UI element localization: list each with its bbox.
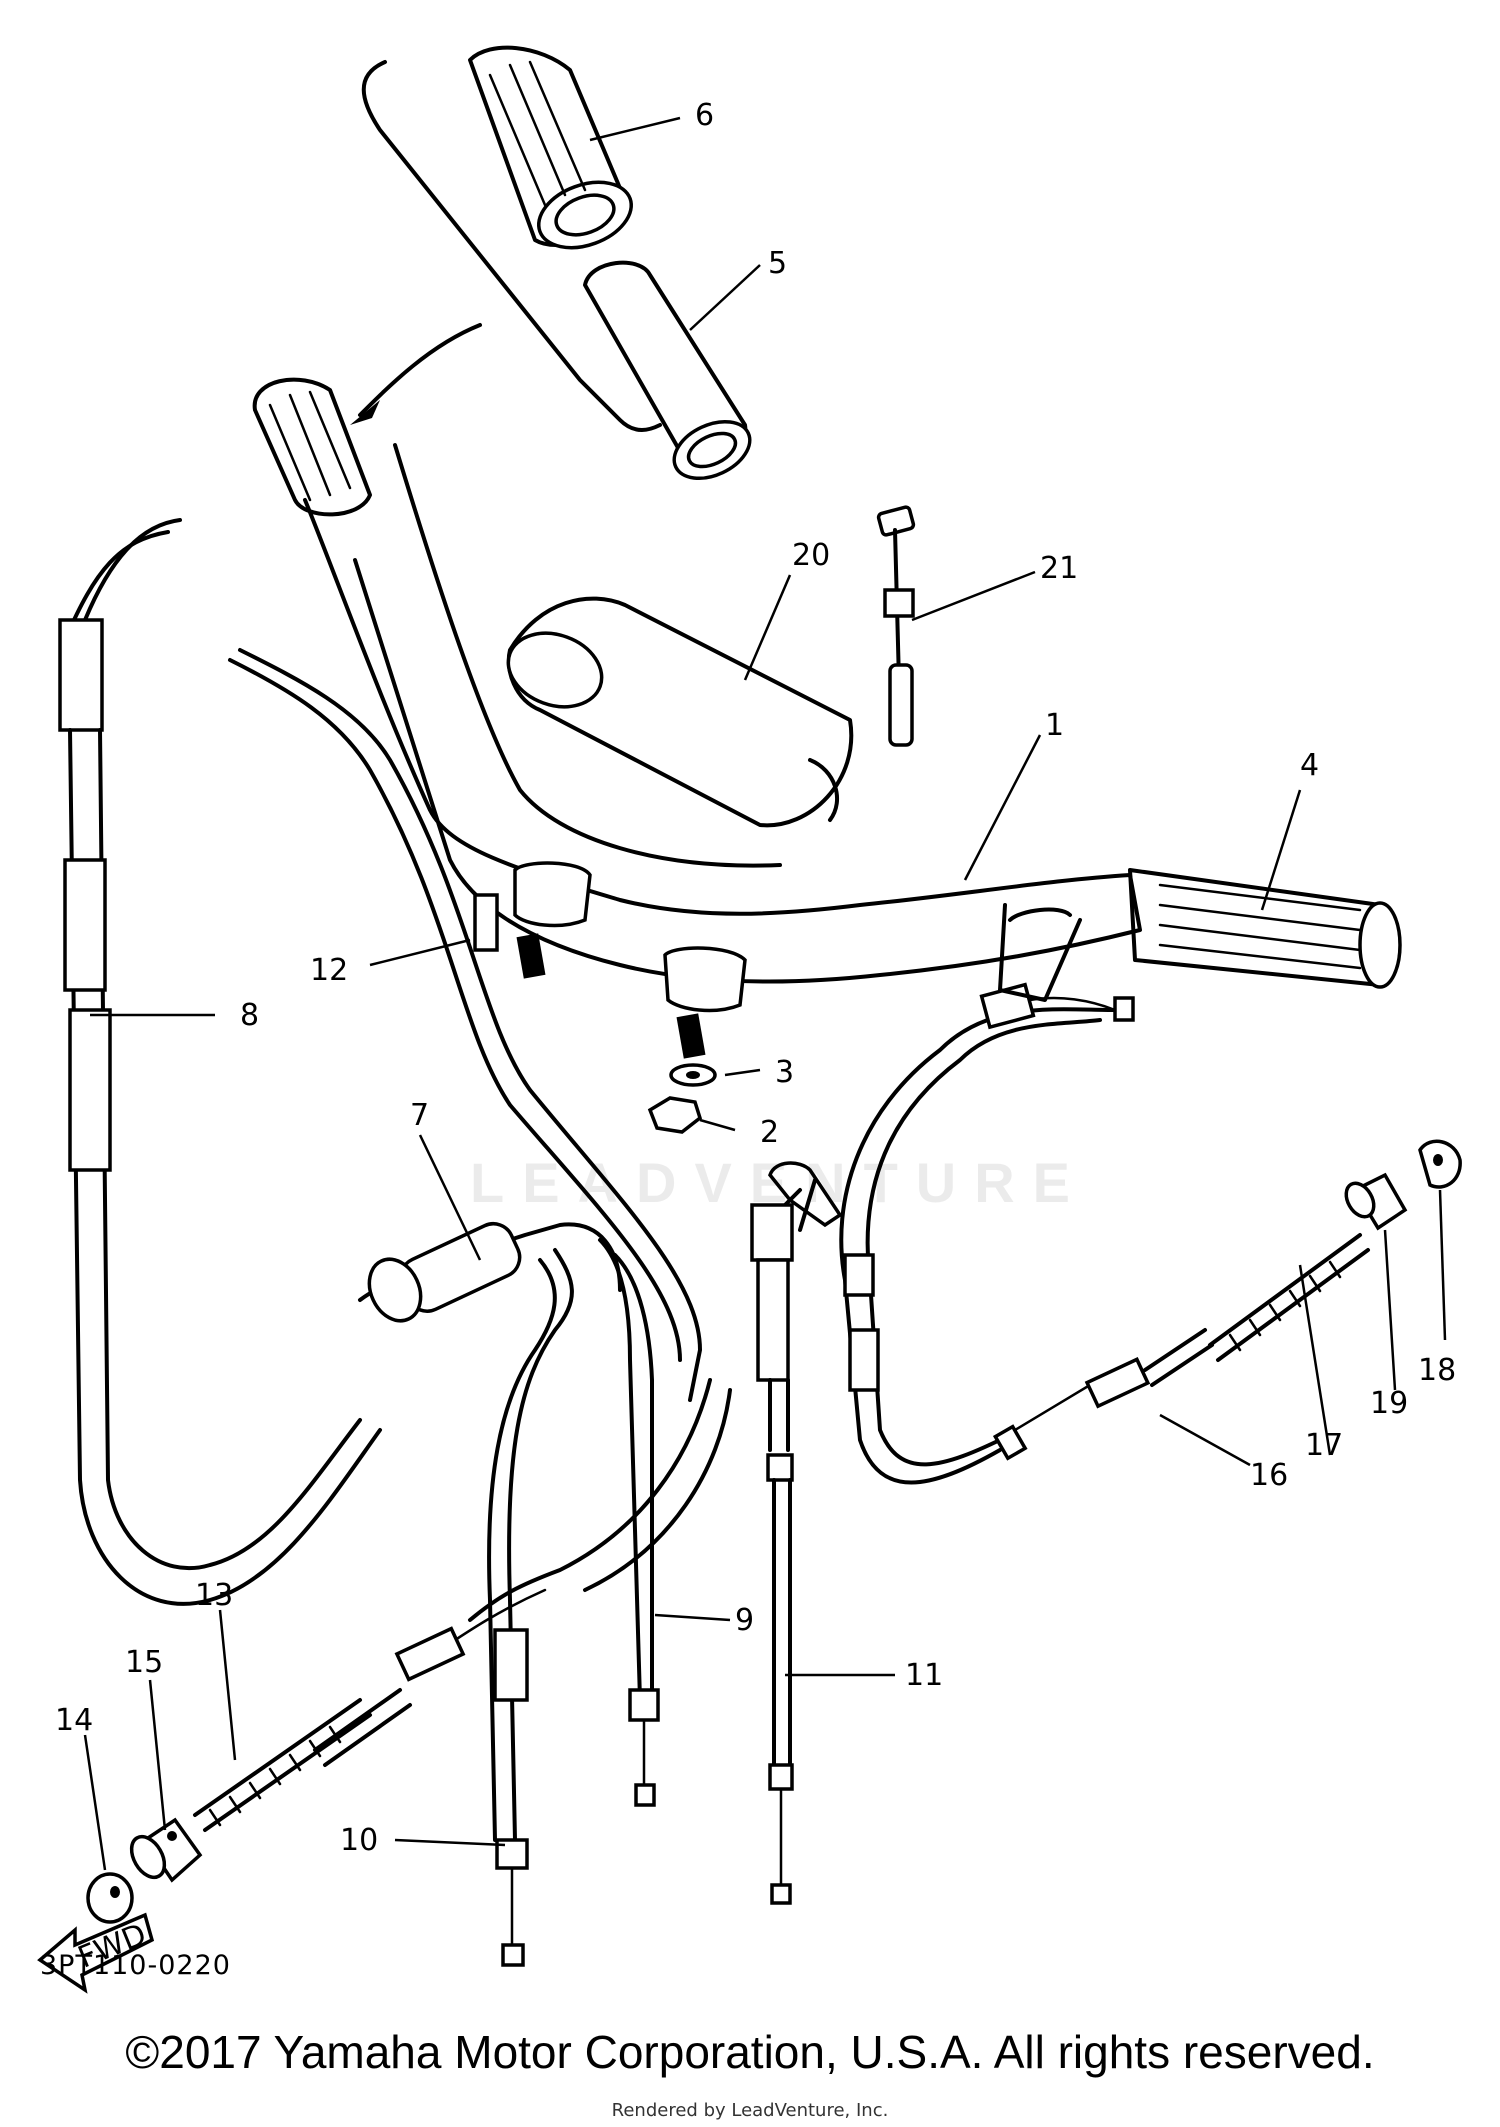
grip-cover-part: [506, 596, 854, 828]
callout-18: 18: [1418, 1353, 1456, 1388]
spring-17-part: [1208, 1233, 1370, 1362]
right-cable-sleeve2: [848, 1328, 880, 1392]
cable-adjuster-left: [58, 618, 104, 732]
callout-19: 19: [1370, 1386, 1408, 1421]
handlebar-part: [303, 498, 1142, 984]
watermark: LEADVENTURE: [470, 1151, 1089, 1214]
nut-14-part: [86, 1872, 134, 1924]
spring-13-part: [193, 1698, 372, 1832]
callout-4: 4: [1300, 748, 1319, 783]
callout-13: 13: [195, 1578, 233, 1613]
washer-hole: [686, 1071, 700, 1079]
callout-1: 1: [1045, 708, 1064, 743]
cable-9-part: [598, 1238, 642, 1702]
handlebar-inner: [393, 443, 782, 868]
right-bracket: [998, 903, 1082, 1002]
brake-cable-part: [468, 1378, 712, 1622]
callout-5: 5: [768, 246, 787, 281]
callout-9: 9: [735, 1603, 754, 1638]
right-cable-tip: [1113, 996, 1135, 1022]
callout-16: 16: [1250, 1458, 1288, 1493]
grip-inset-part: [468, 45, 634, 250]
callout-20: 20: [792, 538, 830, 573]
throttle-cable-part: [68, 728, 382, 1606]
diagram-code: 3PT110-0220: [40, 1950, 231, 1981]
callout-14: 14: [55, 1703, 93, 1738]
callout-6: 6: [695, 98, 714, 133]
callout-numbers: 1 2 3 4 5 6 7 8 9 10 11 12 13 14 15 16 1…: [55, 98, 1456, 1858]
inset-arrow: [358, 323, 482, 417]
cable-11-part: [750, 1161, 843, 1905]
throttle-sleeve-top: [63, 858, 107, 992]
inset-arrowhead: [350, 400, 380, 425]
callout-12: 12: [310, 953, 348, 988]
inset-bracket: [361, 60, 662, 432]
callout-8: 8: [240, 998, 259, 1033]
right-cable-part: [839, 1007, 1117, 1485]
clamp-left-part: [513, 861, 592, 979]
clamp-right-part: [663, 946, 747, 1059]
cable-10-part: [507, 1248, 574, 1842]
cable-9-tip: [634, 1783, 656, 1807]
nut-15-part: [129, 1817, 203, 1883]
cable-12-inner: [228, 658, 682, 1362]
right-grip-part: [1128, 868, 1402, 989]
cable-9-end: [628, 1688, 660, 1722]
throttle-sleeve-bottom: [68, 1008, 112, 1172]
right-adjuster-body: [1084, 1357, 1151, 1409]
nut-18-part: [1418, 1139, 1462, 1189]
callout-2: 2: [760, 1115, 779, 1150]
callout-21: 21: [1040, 551, 1078, 586]
junction-collar: [367, 1257, 423, 1323]
brake-adjuster: [394, 1626, 466, 1682]
callout-3: 3: [775, 1055, 794, 1090]
cable-12-part: [238, 648, 702, 1402]
throttle-cable-upper2: [83, 518, 182, 622]
nut-19-part: [1344, 1172, 1408, 1231]
cable-10-adjuster: [493, 1628, 529, 1702]
callout-17: 17: [1305, 1428, 1343, 1463]
right-cable-sleeve: [843, 1253, 875, 1297]
cable-9-inner: [613, 1253, 654, 1702]
copyright-notice: ©2017 Yamaha Motor Corporation, U.S.A. A…: [125, 2026, 1375, 2078]
cable-12-collar: [473, 893, 499, 952]
cable-10-inner: [487, 1258, 557, 1842]
left-grip-part: [252, 377, 372, 517]
nut-part: [647, 1096, 703, 1134]
rendered-by-notice: Rendered by LeadVenture, Inc.: [611, 2100, 889, 2121]
strap-part: [876, 505, 916, 747]
brake-cable-inner: [583, 1388, 732, 1592]
leader-lines: [83, 116, 1447, 1871]
spring-16-part: [1143, 1328, 1214, 1387]
callout-10: 10: [340, 1823, 378, 1858]
throttle-cable-inner: [98, 728, 362, 1571]
callout-7: 7: [410, 1098, 429, 1133]
right-cable-inner: [865, 1018, 1102, 1467]
grip-sleeve-part: [583, 260, 752, 481]
callout-15: 15: [125, 1645, 163, 1680]
callout-11: 11: [905, 1658, 943, 1693]
right-cable-wire2: [1013, 1383, 1092, 1432]
cable-10-tip: [501, 1943, 525, 1967]
spring-13b-part: [313, 1688, 412, 1767]
right-cable-adjuster: [992, 1424, 1028, 1461]
